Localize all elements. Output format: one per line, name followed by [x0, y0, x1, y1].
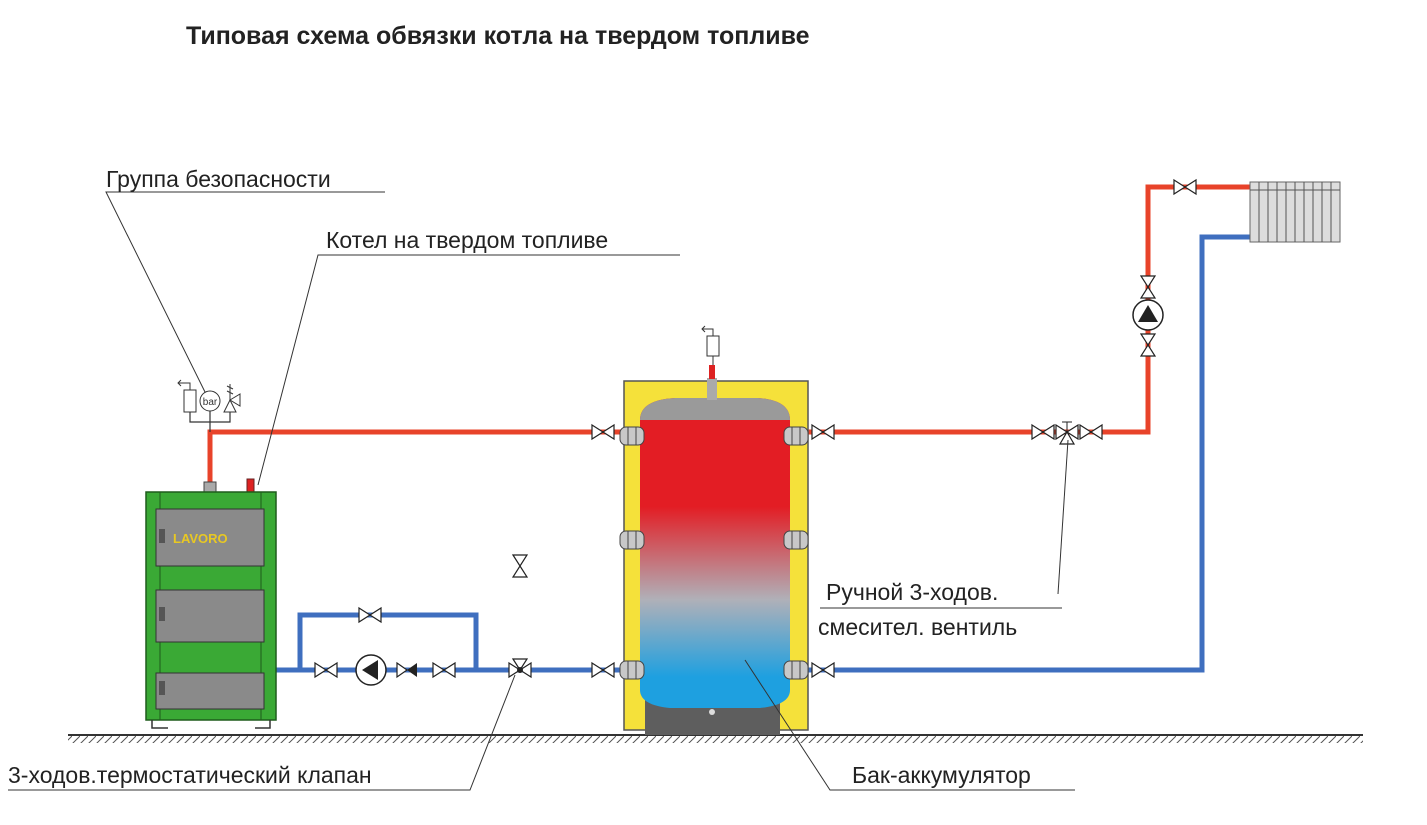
ball-valve-icon	[1140, 275, 1156, 299]
ball-valve-icon	[1079, 424, 1103, 440]
ball-valve-icon	[591, 662, 615, 678]
bypass-valve-icon	[358, 607, 382, 623]
label-boiler: Котел на твердом топливе	[326, 227, 608, 253]
ball-valve-icon	[1140, 333, 1156, 357]
tank-nozzle	[783, 426, 809, 446]
manual-mixing-valve-icon	[1055, 421, 1079, 445]
tank-nozzle	[619, 660, 645, 680]
circulation-pump-icon	[355, 654, 387, 686]
label-safety-group: Группа безопасности	[106, 166, 331, 192]
ball-valve-icon	[1173, 179, 1197, 195]
boiler-logo: LAVORO	[173, 531, 228, 546]
pressure-gauge-icon	[199, 390, 221, 412]
radiator	[1249, 181, 1341, 243]
leader-lines	[8, 191, 1075, 791]
diagram-title: Типовая схема обвязки котла на твердом т…	[186, 22, 810, 50]
tank-nozzle	[783, 660, 809, 680]
thermostatic-valve-icon	[508, 658, 532, 679]
ball-valve-icon	[811, 424, 835, 440]
tank-nozzle	[619, 426, 645, 446]
ball-valve-icon	[811, 662, 835, 678]
accumulator-tank	[623, 325, 809, 735]
safety-group: bar	[177, 379, 241, 432]
safety-valve-icon	[223, 393, 241, 413]
label-accumulator: Бак-аккумулятор	[852, 762, 1031, 788]
tank-nozzle	[619, 530, 645, 550]
solid-fuel-boiler: LAVORO	[145, 478, 277, 729]
ground-line	[68, 734, 1363, 743]
ball-valve-icon	[432, 662, 456, 678]
tank-nozzle	[783, 530, 809, 550]
check-valve-icon	[396, 661, 417, 679]
ball-valve-icon	[314, 662, 338, 678]
label-mixer-line1: Ручной 3-ходов.	[826, 579, 998, 605]
bypass-vertical-valve-icon	[512, 554, 528, 578]
gauge-unit: bar	[203, 397, 218, 408]
label-mixer-line2: смесител. вентиль	[818, 614, 1017, 640]
ball-valve-icon	[591, 424, 615, 440]
label-thermo-valve: 3-ходов.термостатический клапан	[8, 762, 372, 788]
heating-pump-icon	[1132, 299, 1164, 331]
ball-valve-icon	[1031, 424, 1055, 440]
